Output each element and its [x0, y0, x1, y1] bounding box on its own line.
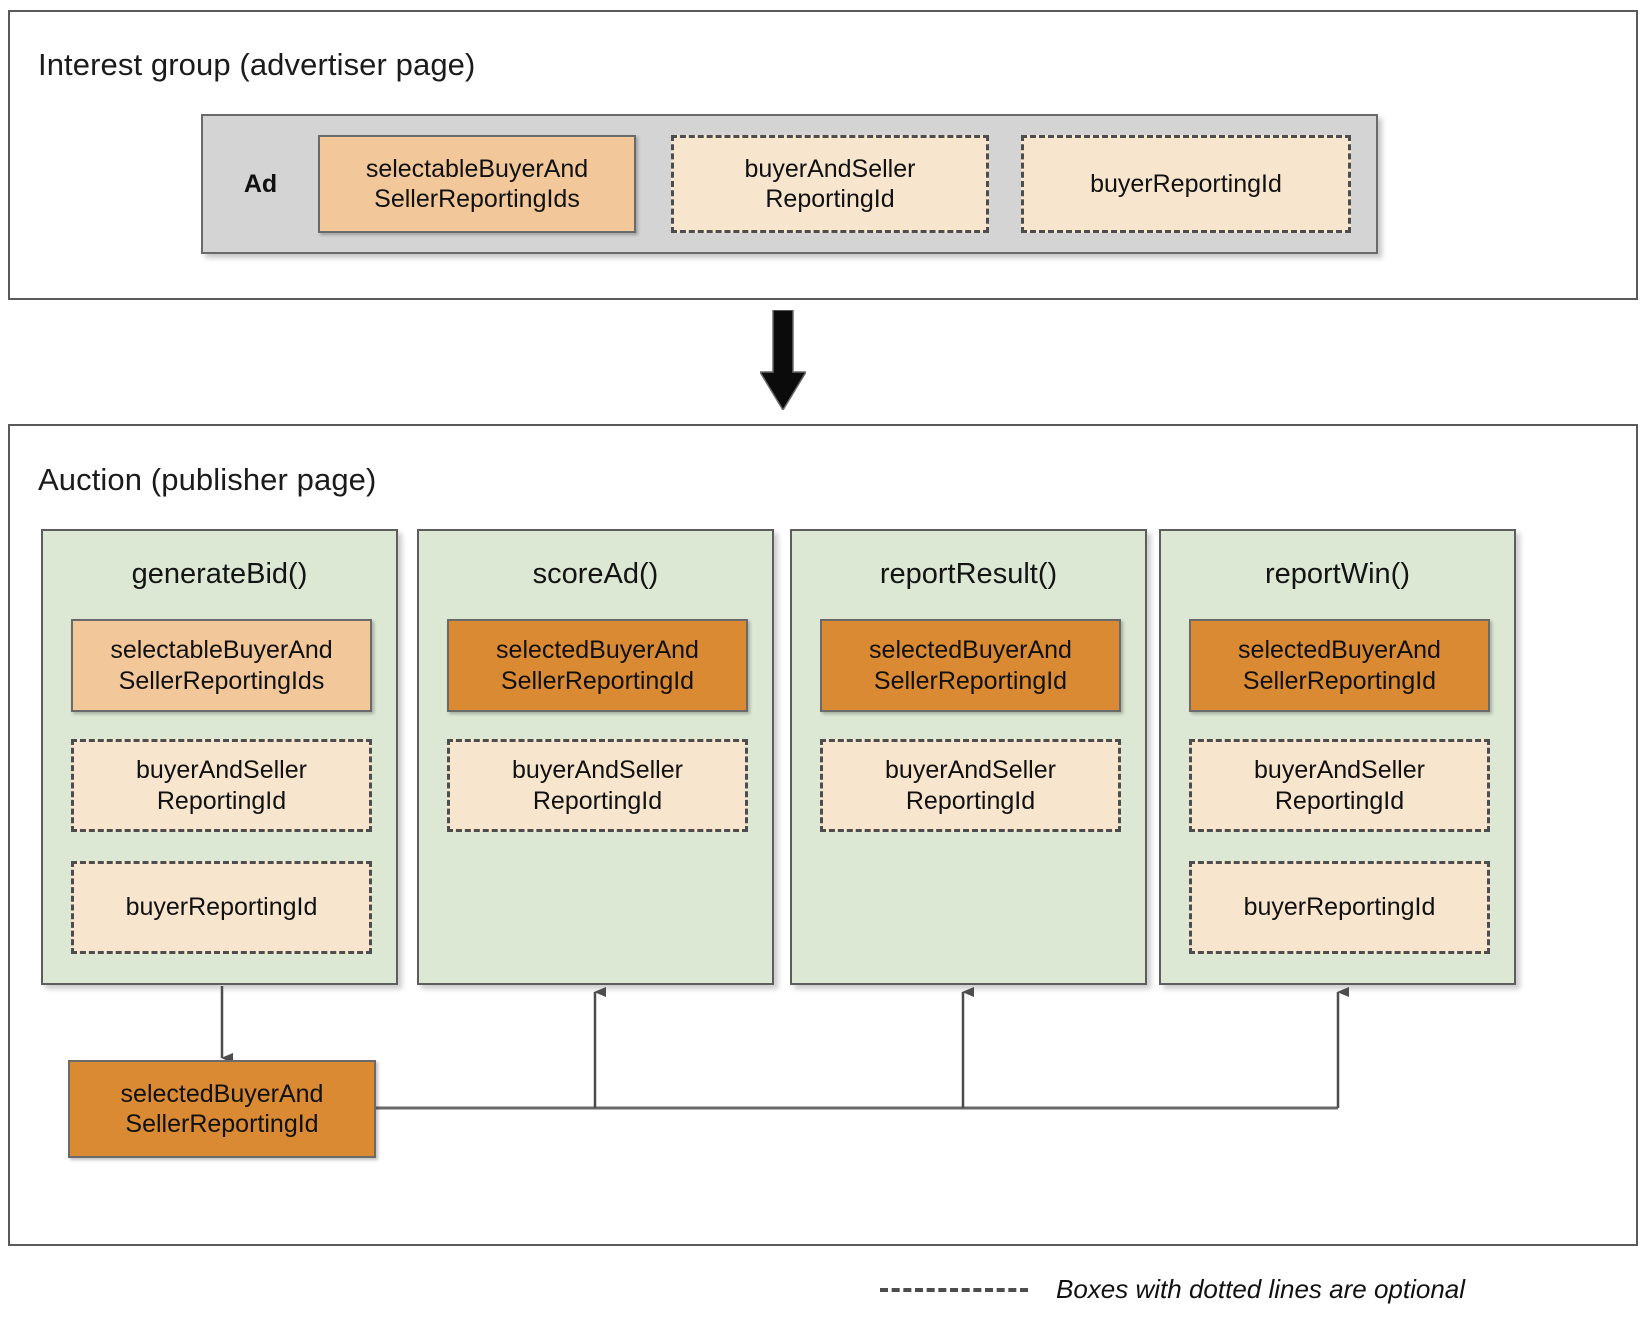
- ig-field-buyer-reporting-id: buyerReportingId: [1021, 135, 1351, 233]
- column-title-generate-bid: generateBid(): [131, 558, 308, 590]
- ad-label: Ad: [243, 169, 278, 198]
- legend: Boxes with dotted lines are optional: [880, 1274, 1465, 1305]
- dashed-line-icon: [880, 1287, 1028, 1292]
- column-title-score-ad: scoreAd(): [532, 558, 659, 590]
- interest-group-title: Interest group (advertiser page): [38, 47, 476, 82]
- reportwin-field-buyer-reporting-id: buyerReportingId: [1189, 861, 1490, 954]
- interest-group-section: Interest group (advertiser page) Ad sele…: [8, 10, 1638, 300]
- column-title-report-win: reportWin(): [1264, 558, 1410, 590]
- legend-text: Boxes with dotted lines are optional: [1056, 1274, 1466, 1304]
- column-title-report-result: reportResult(): [879, 558, 1058, 590]
- generatebid-field-buyer-reporting-id: buyerReportingId: [71, 861, 372, 954]
- down-arrow-icon: [760, 310, 806, 410]
- auction-title: Auction (publisher page): [38, 462, 377, 497]
